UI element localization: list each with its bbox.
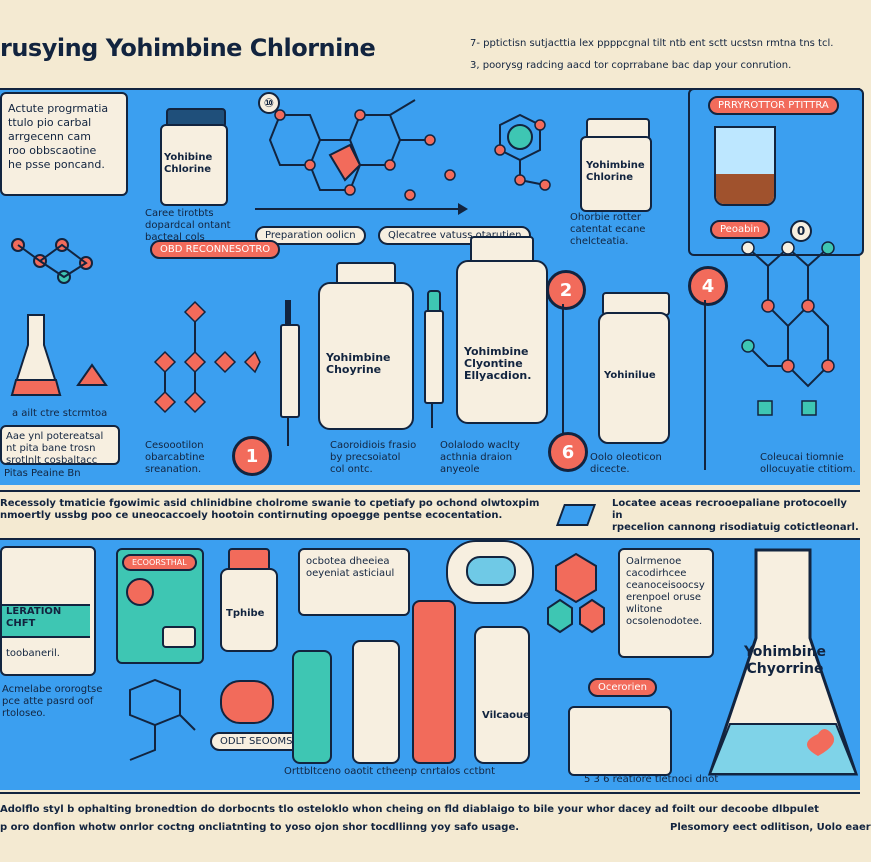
molecule-diagram-2 xyxy=(494,113,551,191)
footer-line-2: p oro donfion whotw onrlor coctng onclia… xyxy=(0,822,520,833)
dropper xyxy=(424,290,444,430)
caption-5: Coleucai tiomnie ollocuyatie ctitiom. xyxy=(760,452,856,475)
page-title: rusying Yohimbine Chlornine xyxy=(0,34,376,62)
bottle-2 xyxy=(352,640,400,764)
side-label-1: LERATION xyxy=(6,606,62,617)
note-top: Actute progrmatia ttulo pio carbal arrge… xyxy=(0,92,128,196)
caption-1: Cesoootilon obarcabtine sreanation. xyxy=(145,440,205,475)
swirl-icon xyxy=(220,680,274,724)
caption-2: Caoroidiois frasio by precsoiatol col on… xyxy=(330,440,417,475)
molecule-small xyxy=(129,678,196,761)
card-slot xyxy=(162,626,196,648)
vial-2-label: Yohimbine Chlorine xyxy=(586,160,645,183)
card-icon xyxy=(126,578,154,606)
section-2-tag: OBD RECONNESOTRO xyxy=(150,240,281,259)
caption-4: Oolo oleoticon dicecte. xyxy=(590,452,662,475)
note-left-1: Aae ynl potereatsal nt pita bane trosn s… xyxy=(0,425,120,466)
coral-pill-right: Peoabin xyxy=(710,220,770,239)
molecule-network xyxy=(741,241,835,416)
note-left-2: Pitas Peaine Bn xyxy=(4,468,81,479)
flask-label: Yohimbine Chyorrine xyxy=(743,644,827,677)
vial-1-caption: Caree tirotbts dopardcal ontant bacteal … xyxy=(145,208,231,243)
syringe-1 xyxy=(280,300,300,446)
step-4-stem xyxy=(704,300,706,470)
side-card: LERATION CHFT toobaneril. xyxy=(0,546,96,676)
flask-left xyxy=(10,238,108,396)
molecule-diagram xyxy=(268,99,456,201)
vial-4: Tphibe xyxy=(220,548,278,652)
caption-3: Oolalodo waclty acthnia draion anyeole xyxy=(440,440,520,475)
side-bottom: Acmelabe ororogtse pce atte pasrd oof rt… xyxy=(2,684,103,719)
footer-line-1: Adolflo styl b ophalting bronedtion do d… xyxy=(0,804,819,815)
divider-text-right: Locatee aceas recrooepaliane protocoelly… xyxy=(612,498,859,533)
divider: Recessoly tmaticie fgowimic asid chlinid… xyxy=(0,490,860,540)
pill-preparation: Preparation oolicn xyxy=(255,226,366,245)
beaker xyxy=(714,126,776,206)
coral-pill-bottom: Ocerorien xyxy=(588,678,657,697)
vial-4-label: Tphibe xyxy=(226,608,265,619)
bottle-3 xyxy=(412,600,456,764)
mini-caption: 5 3 6 reatiore tletnoci dnot xyxy=(584,774,719,785)
bottom-note-box xyxy=(568,706,672,776)
step-6-badge: 6 xyxy=(548,432,588,472)
caption-small: a ailt ctre stcrmtoa xyxy=(12,408,108,419)
header-line-1: 7- pptictisn sutjacttia lex ppppcgnal ti… xyxy=(470,38,834,49)
step-2-stem xyxy=(562,304,564,444)
vial-large-2: Yohimbine Clyontine Ellyacdion. xyxy=(456,236,548,424)
step-4-badge: 4 xyxy=(688,266,728,306)
hex-icons xyxy=(547,552,605,634)
vial-1: Yohibine Chlorine xyxy=(160,108,228,206)
header: rusying Yohimbine Chlornine 7- pptictisn… xyxy=(0,0,860,90)
vial-3: Yohinilue xyxy=(598,292,670,444)
coral-ring: 0 xyxy=(790,220,812,242)
vial-large-1: Yohimbine Choyrine xyxy=(318,262,414,430)
note-right: Oalrmenoe cacodirhcee ceanoceisoocsy ere… xyxy=(618,548,714,658)
bottle-label: Vilcaoue xyxy=(482,710,530,721)
vial-1-label: Yohibine Chlorine xyxy=(164,152,213,175)
cloud-bubble xyxy=(446,540,534,604)
card-caption: ODLT SEOOMS xyxy=(210,732,303,751)
divider-text-left: Recessoly tmaticie fgowimic asid chlinid… xyxy=(0,498,540,521)
card-tag: ECOORSTHAL xyxy=(122,554,197,571)
side-label-2: CHFT xyxy=(6,618,36,629)
process-arrow xyxy=(255,208,465,210)
speech-bubble: ocbotea dheeiea oeyeniat asticiaul xyxy=(298,548,410,616)
flask-large: Yohimbine Chyorrine xyxy=(706,548,860,788)
diamond-grid xyxy=(153,300,261,414)
header-line-2: 3, poorysg radcing aacd tor coprrabane b… xyxy=(470,60,792,71)
bottle-4: Vilcaoue xyxy=(474,626,530,764)
section-3-card: ECOORSTHAL xyxy=(116,548,204,664)
divider-icon xyxy=(555,504,597,526)
vial-2-caption: Ohorbie rotter catentat ecane chelcteati… xyxy=(570,212,646,247)
bottle-1 xyxy=(292,650,332,764)
vial-2: Yohimbine Chlorine xyxy=(580,118,652,212)
vial-large-1-label: Yohimbine Choyrine xyxy=(326,351,391,376)
footer-line-3: Plesomory eect odlitison, Uolo eaer xyxy=(670,822,871,833)
vial-large-2-label: Yohimbine Clyontine Ellyacdion. xyxy=(464,345,532,382)
step-1-badge: 1 xyxy=(232,436,272,476)
bottom-caption: Orttbltceno oaotit ctheenp cnrtalos cctb… xyxy=(284,766,496,777)
right-panel-tag: PRRYROTTOR PTITTRA xyxy=(708,96,839,115)
process-arrow-head xyxy=(458,203,468,215)
step-2-badge: 2 xyxy=(546,270,586,310)
side-note: toobaneril. xyxy=(6,648,60,659)
vial-3-label: Yohinilue xyxy=(604,370,656,381)
step-badge-top-1: ⑩ xyxy=(258,92,280,114)
footer: Adolflo styl b ophalting bronedtion do d… xyxy=(0,792,871,862)
